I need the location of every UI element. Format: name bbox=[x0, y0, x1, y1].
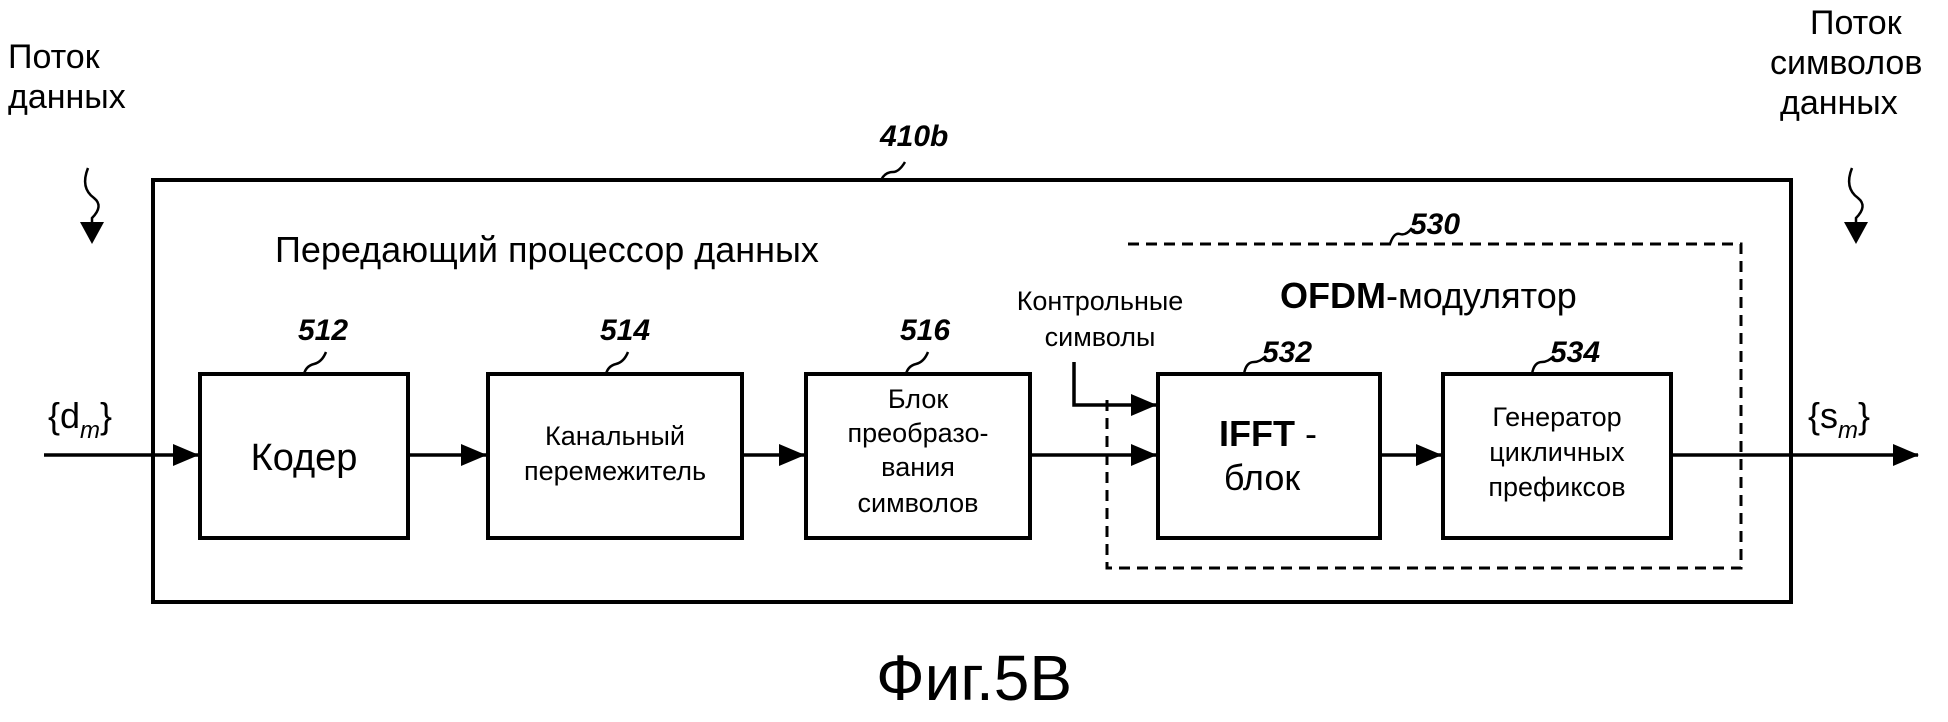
ofdm-modulator-ref-leader bbox=[1388, 227, 1413, 245]
cp-generator-label-line1: Генератор bbox=[1492, 402, 1621, 432]
processor-ref-leader bbox=[879, 161, 907, 181]
interleaver-ref-leader bbox=[604, 351, 630, 375]
output-stream-squiggle-icon bbox=[1847, 167, 1864, 232]
symbol-mapper-ref-leader bbox=[904, 351, 930, 375]
ofdm-modulator-region bbox=[1105, 242, 1743, 570]
input-stream-label-line2: данных bbox=[8, 78, 126, 116]
pilot-symbols-label-line1: Контрольные bbox=[1017, 286, 1184, 316]
coder-ref: 512 bbox=[298, 314, 348, 347]
figure-caption: Фиг.5B bbox=[876, 642, 1072, 714]
output-stream-label-line1: Поток bbox=[1810, 4, 1903, 42]
cp-generator-block bbox=[1441, 372, 1673, 540]
processor-ref: 410b bbox=[879, 120, 948, 153]
output-stream-arrowhead-icon bbox=[1844, 222, 1868, 244]
interleaver-label-line2: перемежитель bbox=[524, 456, 706, 486]
cp-generator-label-line2: цикличных bbox=[1489, 437, 1625, 467]
cp-generator-label-line3: префиксов bbox=[1488, 472, 1625, 502]
input-signal-label: {dm} bbox=[48, 395, 112, 444]
symbol-mapper-label-line3: вания bbox=[881, 452, 955, 482]
cp-generator-ref: 534 bbox=[1550, 336, 1600, 369]
pilot-symbols-label-line2: символы bbox=[1045, 322, 1156, 352]
ifft-label-line2: блок bbox=[1224, 457, 1300, 498]
cp-generator-ref-leader bbox=[1530, 355, 1555, 375]
processor-title: Передающий процессор данных bbox=[275, 229, 819, 270]
symbol-mapper-label-line1: Блок bbox=[888, 384, 948, 414]
ofdm-modulator-ref: 530 bbox=[1410, 208, 1460, 241]
interleaver-label-line1: Канальный bbox=[545, 421, 685, 451]
ifft-ref-leader bbox=[1242, 355, 1267, 375]
interleaver-block bbox=[486, 372, 744, 540]
symbol-mapper-ref: 516 bbox=[900, 314, 950, 347]
ofdm-modulator-label: OFDM-модулятор bbox=[1280, 275, 1577, 316]
coder-label: Кодер bbox=[251, 437, 358, 479]
coder-ref-leader bbox=[302, 351, 328, 375]
pilots-to-ifft-arrow bbox=[1072, 362, 1157, 416]
ifft-ref: 532 bbox=[1262, 336, 1312, 369]
input-stream-squiggle-icon bbox=[83, 167, 100, 232]
symbol-mapper-label-line2: преобразо- bbox=[848, 418, 989, 448]
symbol-mapper-label-line4: символов bbox=[857, 488, 978, 518]
ifft-block bbox=[1156, 372, 1382, 540]
input-stream-arrowhead-icon bbox=[80, 222, 104, 244]
ifft-label-line1: IFFT- bbox=[1219, 413, 1317, 454]
output-signal-label: {sm} bbox=[1808, 395, 1870, 444]
coder-block bbox=[198, 372, 410, 540]
output-stream-label-line2: символов bbox=[1770, 44, 1922, 82]
interleaver-ref: 514 bbox=[600, 314, 650, 347]
symbol-mapper-block bbox=[804, 372, 1032, 540]
output-stream-label-line3: данных bbox=[1780, 84, 1898, 122]
input-stream-label-line1: Поток bbox=[8, 38, 101, 76]
